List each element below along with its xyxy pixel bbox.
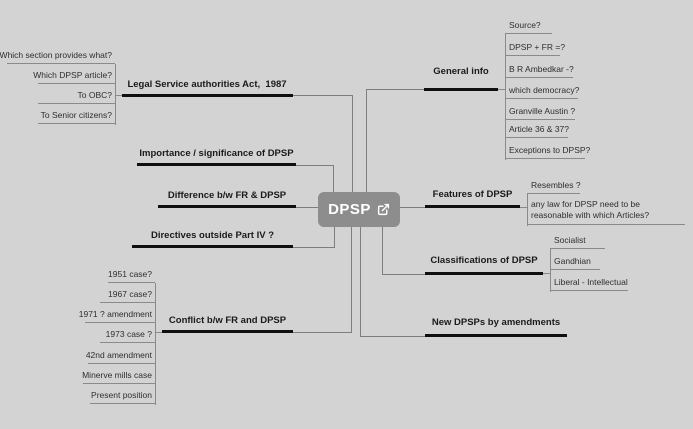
branch-line bbox=[137, 163, 296, 166]
connector-line bbox=[382, 274, 425, 275]
child-ladder-line bbox=[498, 89, 506, 90]
child-ladder-line bbox=[527, 194, 528, 226]
branch-line bbox=[122, 94, 293, 97]
child-node[interactable]: Gandhian bbox=[550, 256, 600, 270]
connector-line bbox=[293, 247, 335, 248]
child-ladder-line bbox=[115, 64, 116, 125]
child-node[interactable]: B R Ambedkar -? bbox=[505, 64, 574, 78]
child-node[interactable]: Article 36 & 37? bbox=[505, 124, 569, 138]
child-ladder-line bbox=[543, 273, 551, 274]
child-node[interactable]: To OBC? bbox=[38, 90, 115, 104]
child-node[interactable]: Resembles ? bbox=[527, 180, 581, 194]
child-ladder-line bbox=[550, 249, 551, 292]
branch-line bbox=[132, 245, 293, 248]
connector-line bbox=[352, 95, 353, 192]
connector-line bbox=[400, 207, 425, 208]
child-node[interactable]: To Senior citizens? bbox=[38, 110, 115, 124]
connector-line bbox=[293, 332, 352, 333]
connector-line bbox=[334, 227, 335, 248]
child-node[interactable]: Which section provides what? bbox=[0, 50, 115, 64]
connector-line bbox=[293, 95, 353, 96]
branch-label-general-info[interactable]: General info bbox=[433, 66, 489, 77]
branch-line bbox=[158, 205, 296, 208]
branch-label-difference-fr-dpsp[interactable]: Difference b/w FR & DPSP bbox=[167, 190, 287, 201]
branch-label-features[interactable]: Features of DPSP bbox=[432, 189, 513, 200]
branch-label-classifications[interactable]: Classifications of DPSP bbox=[430, 255, 538, 266]
external-link-icon[interactable] bbox=[377, 203, 390, 216]
connector-line bbox=[351, 227, 352, 333]
child-node[interactable]: Which DPSP article? bbox=[33, 70, 115, 84]
connector-line bbox=[360, 227, 361, 337]
connector-line bbox=[333, 165, 334, 192]
branch-label-conflict-fr-dpsp[interactable]: Conflict b/w FR and DPSP bbox=[168, 315, 287, 326]
child-node[interactable]: Liberal - Intellectual bbox=[550, 277, 628, 291]
branch-label-directives-outside[interactable]: Directives outside Part IV ? bbox=[150, 230, 274, 241]
connector-line bbox=[366, 89, 367, 192]
branch-line bbox=[425, 272, 543, 275]
child-node[interactable]: any law for DPSP need to be reasonable w… bbox=[527, 198, 685, 225]
branch-label-importance[interactable]: Importance / significance of DPSP bbox=[139, 148, 294, 159]
child-node[interactable]: Source? bbox=[505, 20, 552, 34]
connector-line bbox=[296, 165, 334, 166]
connector-line bbox=[296, 207, 318, 208]
child-node[interactable]: DPSP + FR =? bbox=[505, 42, 565, 56]
child-ladder-line bbox=[520, 207, 528, 208]
child-ladder-line bbox=[505, 34, 506, 160]
branch-line bbox=[424, 88, 498, 91]
child-node[interactable]: Present position bbox=[90, 390, 155, 404]
child-node[interactable]: Exceptions to DPSP? bbox=[505, 145, 590, 159]
child-node[interactable]: 42nd amendment bbox=[86, 350, 155, 364]
branch-line bbox=[162, 330, 293, 333]
child-node[interactable]: Socialist bbox=[550, 235, 605, 249]
child-node[interactable]: Minerve mills case bbox=[82, 370, 155, 384]
branch-line bbox=[425, 334, 567, 337]
branch-line bbox=[425, 205, 520, 208]
central-node-label: DPSP bbox=[328, 201, 371, 218]
child-ladder-line bbox=[155, 332, 163, 333]
child-node[interactable]: Granville Austin ? bbox=[505, 106, 575, 120]
child-node[interactable]: 1971 ? amendment bbox=[79, 309, 155, 323]
connector-line bbox=[366, 89, 424, 90]
connector-line bbox=[382, 227, 383, 275]
child-node[interactable]: 1973 case ? bbox=[100, 329, 155, 343]
child-node[interactable]: which democracy? bbox=[505, 85, 579, 99]
child-ladder-line bbox=[155, 283, 156, 405]
child-ladder-line bbox=[115, 95, 123, 96]
central-node-dpsp[interactable]: DPSP bbox=[318, 192, 400, 227]
child-node[interactable]: 1951 case? bbox=[108, 269, 155, 283]
branch-label-legal-service-act[interactable]: Legal Service authorities Act, 1987 bbox=[127, 79, 287, 90]
branch-label-new-dpsps[interactable]: New DPSPs by amendments bbox=[431, 317, 561, 328]
connector-line bbox=[360, 336, 425, 337]
child-node[interactable]: 1967 case? bbox=[100, 289, 155, 303]
